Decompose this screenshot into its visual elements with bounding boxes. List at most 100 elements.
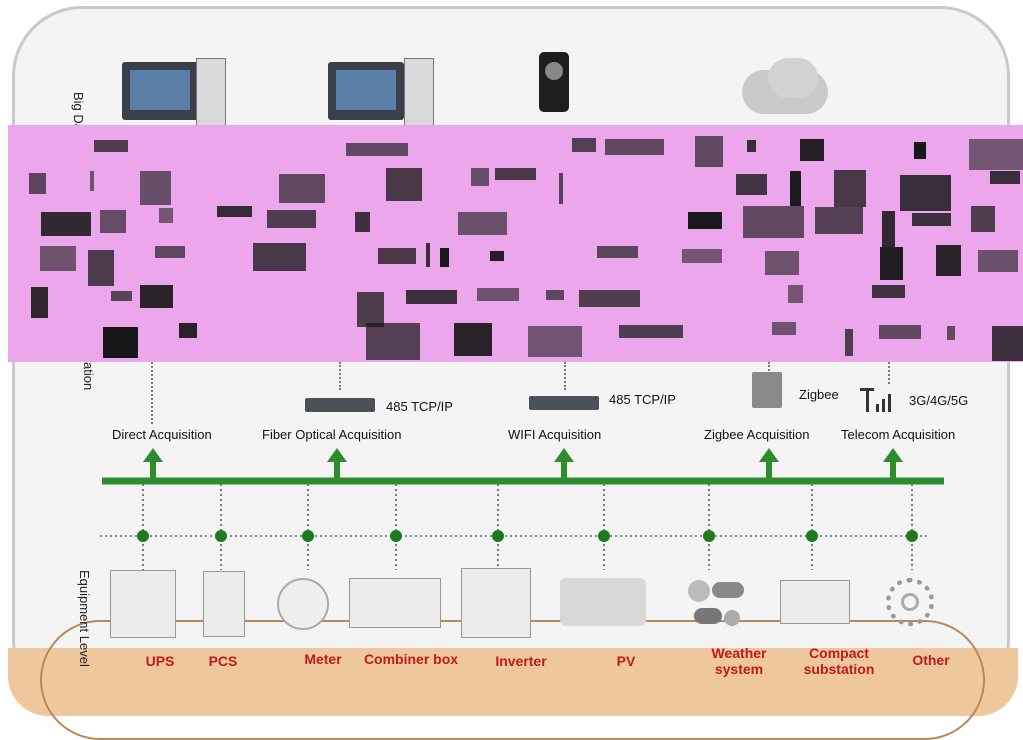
up-arrow-icon	[554, 448, 574, 478]
ups-cabinet-icon	[110, 570, 176, 638]
fiber-transceiver-icon	[305, 398, 375, 412]
wifi-router-icon	[529, 396, 599, 410]
glitch-fragment	[571, 137, 596, 153]
network-node	[492, 530, 504, 542]
glitch-fragment	[527, 325, 582, 357]
protocol-label-telecom: 3G/4G/5G	[909, 393, 969, 408]
connector-line	[888, 362, 890, 384]
connector-line	[151, 362, 153, 424]
glitch-fragment	[111, 290, 133, 301]
monitor-icon-1	[122, 62, 198, 120]
network-nodes	[137, 530, 918, 542]
glitch-fragment	[355, 212, 370, 232]
glitch-fragment	[89, 170, 95, 191]
protocol-label-zigbee: Zigbee	[799, 387, 839, 402]
glitch-fragment	[139, 170, 172, 206]
glitch-fragment	[834, 170, 866, 208]
glitch-fragment	[476, 288, 519, 301]
acquisition-label-direct: Direct Acquisition	[112, 427, 212, 442]
glitch-fragment	[681, 248, 722, 263]
equipment-label-pv: PV	[616, 653, 636, 669]
glitch-fragment	[872, 285, 905, 298]
zigbee-module-icon	[752, 372, 782, 408]
glitch-fragment	[357, 291, 385, 328]
equipment-label-ups: UPS	[145, 653, 175, 669]
glitch-fragment	[970, 205, 995, 232]
glitch-fragment	[545, 289, 564, 301]
up-arrow-icon	[883, 448, 903, 478]
acquisition-label-zigbee: Zigbee Acquisition	[704, 427, 810, 442]
network-node	[215, 530, 227, 542]
acquisition-label-fiber: Fiber Optical Acquisition	[262, 427, 402, 442]
signal-antenna-icon	[860, 388, 900, 412]
glitch-fragment	[87, 250, 115, 287]
glitch-fragment	[746, 140, 757, 152]
glitch-fragment	[179, 323, 198, 339]
glitch-fragment	[440, 248, 450, 267]
glitch-fragment	[30, 286, 49, 319]
glitch-fragment	[736, 174, 767, 195]
glitch-fragment	[912, 212, 952, 227]
glitch-fragment	[977, 249, 1019, 272]
cloud-icon-2	[768, 58, 818, 98]
upward-arrows	[143, 448, 903, 478]
equipment-label-other: Other	[912, 652, 950, 668]
acquisition-label-wifi: WIFI Acquisition	[508, 427, 602, 442]
glitch-fragment	[28, 172, 46, 194]
network-node	[137, 530, 149, 542]
glitch-fragment	[688, 212, 722, 229]
glitch-fragment	[558, 172, 564, 205]
glitch-fragment	[788, 285, 804, 304]
equipment-label-combiner-box: Combiner box	[363, 651, 459, 667]
glitch-fragment	[278, 173, 326, 204]
glitch-fragment	[490, 250, 505, 262]
network-node	[598, 530, 610, 542]
glitch-fragment	[454, 323, 492, 357]
glitch-fragment	[405, 289, 458, 305]
server-tower-icon-1	[196, 58, 226, 126]
glitch-fragment	[880, 247, 903, 280]
glitch-fragment	[743, 205, 804, 239]
glitch-fragment	[267, 209, 316, 229]
network-node	[390, 530, 402, 542]
up-arrow-icon	[143, 448, 163, 478]
glitch-fragment	[458, 212, 507, 235]
pv-panel-icon	[560, 578, 646, 626]
glitch-fragment	[913, 141, 926, 160]
glitch-fragment	[992, 326, 1023, 361]
protocol-label-wifi: 485 TCP/IP	[609, 392, 676, 407]
phone-icon	[539, 52, 569, 112]
glitch-fragment	[426, 243, 431, 267]
glitch-fragment	[385, 168, 422, 202]
glitch-fragment	[158, 207, 173, 224]
glitch-fragment	[470, 168, 489, 187]
glitch-fragment	[990, 171, 1021, 184]
substation-icon	[780, 580, 850, 624]
glitch-fragment	[879, 325, 922, 340]
glitch-fragment	[494, 167, 537, 181]
equipment-label-inverter: Inverter	[495, 653, 547, 669]
glitch-fragment	[968, 139, 1023, 171]
meter-icon	[277, 578, 329, 630]
glitch-fragment	[694, 136, 723, 168]
connector-line	[339, 362, 341, 390]
network-node	[906, 530, 918, 542]
glitch-fragment	[139, 285, 174, 308]
glitch-fragment	[899, 174, 951, 211]
protocol-label-fiber: 485 TCP/IP	[386, 399, 453, 414]
equipment-label-weather-system: Weather system	[711, 645, 767, 677]
equipment-label-pcs: PCS	[208, 653, 238, 669]
glitch-fragment	[94, 139, 129, 152]
glitch-fragment	[99, 210, 126, 234]
pcs-cabinet-icon	[203, 571, 245, 637]
combiner-box-icon	[349, 578, 441, 628]
glitch-fragment	[815, 207, 863, 234]
glitch-fragment	[40, 212, 92, 237]
glitch-fragment	[345, 142, 409, 157]
up-arrow-icon	[759, 448, 779, 478]
glitch-fragment	[946, 326, 955, 340]
glitch-fragment	[935, 245, 962, 276]
glitch-fragment	[366, 322, 421, 361]
equipment-label-compact-substation: Compact substation	[803, 645, 875, 677]
connector-line	[768, 362, 770, 374]
